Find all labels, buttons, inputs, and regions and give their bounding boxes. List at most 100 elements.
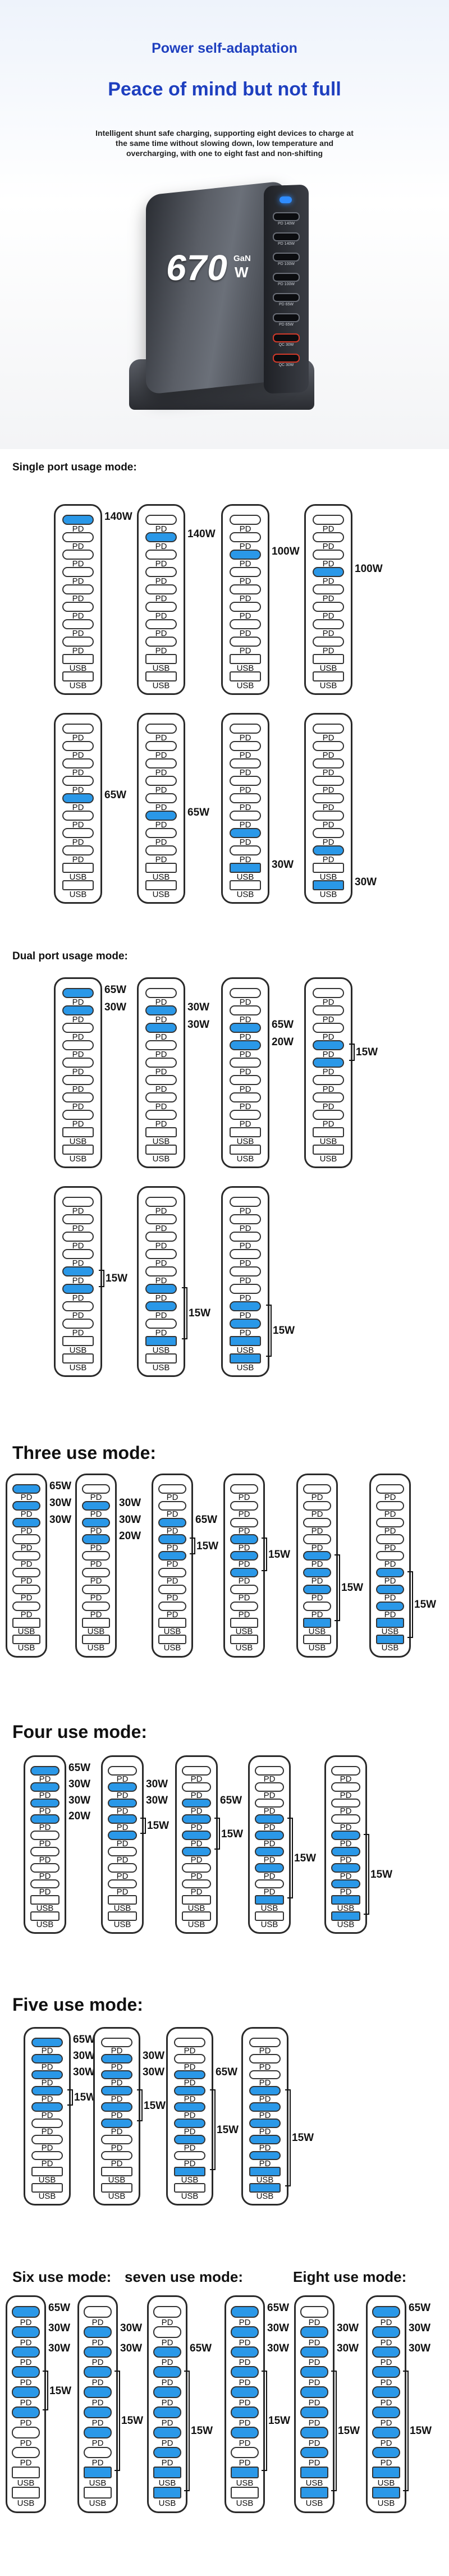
section-five: Five use mode: (12, 1994, 143, 2015)
pd-port (145, 584, 177, 594)
shared-power-bracket (262, 2370, 267, 2471)
port-type-label: PD (239, 820, 251, 830)
shared-power-bracket (182, 1287, 187, 1339)
pd-port (12, 2426, 40, 2438)
pd-port (62, 602, 94, 612)
port-type-label: PD (72, 1293, 84, 1303)
pd-port (153, 2406, 181, 2418)
port-type-label: PD (239, 997, 251, 1007)
port-type-label: PD (322, 750, 335, 760)
port-type-label: PD (239, 1119, 251, 1129)
pd-port (101, 2070, 132, 2080)
pd-port (182, 1766, 211, 1776)
pd-port (313, 584, 344, 594)
pd-port (182, 1847, 211, 1856)
port-wattage-label: 30W (146, 1794, 168, 1806)
port-type-label: PD (39, 1887, 51, 1897)
pd-port (82, 1568, 110, 1578)
pd-port (62, 1005, 94, 1015)
usb-port (300, 2467, 328, 2479)
pd-port (376, 1601, 404, 1611)
port-wattage-label: 65W (195, 1513, 218, 1526)
charger-port-label: PD 140W (278, 242, 295, 246)
port-type-label: PD (72, 1223, 84, 1233)
pd-port (62, 619, 94, 629)
usb-port (62, 654, 94, 664)
port-type-label: PD (238, 1509, 250, 1520)
pd-port (145, 550, 177, 560)
usb-port (62, 671, 94, 681)
pd-port (145, 1075, 177, 1085)
port-type-label: USB (236, 872, 254, 882)
port-type-label: PD (111, 2126, 123, 2136)
port-wattage-label: 65W (187, 807, 210, 818)
usb-port (158, 1635, 186, 1645)
pd-port (249, 2134, 281, 2144)
usb-port (145, 1145, 177, 1155)
port-type-label: USB (256, 2175, 274, 2185)
port-wattage-label: 20W (68, 1810, 91, 1823)
port-type-label: PD (72, 628, 84, 638)
pd-port (153, 2446, 181, 2459)
port-type-label: PD (322, 611, 335, 621)
pd-port (62, 1058, 94, 1068)
charger-port-label: PD 65W (278, 323, 294, 327)
port-type-label: PD (166, 1543, 178, 1553)
pd-port (30, 1831, 59, 1840)
pd-port (331, 1847, 360, 1856)
pd-port (145, 741, 177, 751)
port-type-label: PD (239, 2458, 251, 2468)
port-type-label: PD (166, 1559, 178, 1570)
pd-port (331, 1879, 360, 1889)
port-type-label: PD (72, 1101, 84, 1111)
port-type-label: PD (161, 2378, 173, 2388)
port-type-label: PD (155, 1310, 167, 1320)
port-type-label: PD (308, 2418, 320, 2428)
port-type-label: PD (308, 2438, 320, 2448)
port-type-label: PD (239, 611, 251, 621)
port-wattage-label: 65W (73, 2034, 95, 2046)
port-type-label: PD (380, 2378, 392, 2388)
port-type-label: PD (259, 2159, 271, 2169)
port-type-label: PD (155, 767, 167, 777)
port-type-label: PD (239, 593, 251, 603)
port-type-label: PD (239, 1310, 251, 1320)
port-type-label: PD (239, 524, 251, 534)
port-type-label: PD (72, 1275, 84, 1285)
port-type-label: PD (263, 1838, 276, 1849)
port-wattage-label: 30W (272, 859, 294, 871)
usb-port (313, 880, 344, 890)
port-type-label: PD (239, 2358, 251, 2368)
port-type-label: USB (319, 1154, 337, 1164)
usb-port (376, 1635, 404, 1645)
port-type-label: PD (155, 1206, 167, 1216)
port-type-label: PD (380, 2397, 392, 2408)
port-type-label: PD (263, 1871, 276, 1881)
port-type-label: PD (239, 628, 251, 638)
port-wattage-label: 15W (196, 1540, 219, 1552)
port-type-label: PD (161, 2458, 173, 2468)
charger-port-label: PD 100W (278, 282, 295, 286)
pd-port (82, 1517, 110, 1527)
pd-port (62, 1092, 94, 1102)
port-type-label: PD (263, 1855, 276, 1865)
pd-port (230, 1301, 261, 1311)
pd-port (249, 2119, 281, 2128)
pd-port (372, 2406, 400, 2418)
pd-port (313, 1023, 344, 1033)
port-type-label: PD (41, 2046, 53, 2056)
port-type-label: PD (111, 2078, 123, 2088)
port-type-label: PD (116, 1823, 129, 1833)
pd-port (230, 1568, 258, 1578)
port-type-label: PD (20, 2397, 32, 2408)
pd-port (145, 637, 177, 647)
port-type-label: PD (72, 576, 84, 586)
port-type-label: PD (91, 2438, 104, 2448)
pd-port (303, 1500, 331, 1511)
pd-port (231, 2346, 259, 2358)
